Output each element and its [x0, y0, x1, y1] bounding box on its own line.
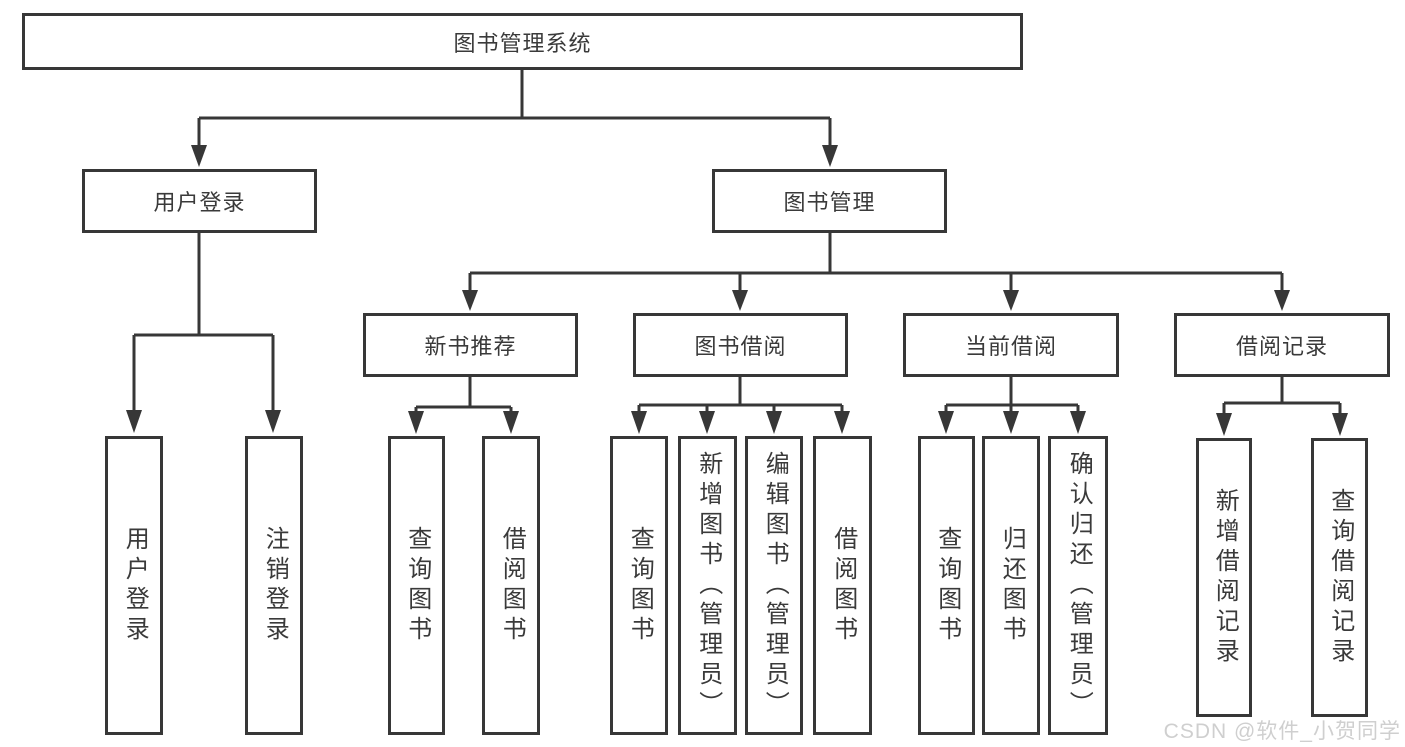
node-book-borrow: 图书借阅 [633, 313, 848, 377]
leaf-newbook-borrow-books-label: 借阅图书 [498, 525, 526, 646]
leaf-borrow-add-books-admin-label: 新增图书（管理员） [694, 450, 722, 721]
leaf-newbook-borrow-books: 借阅图书 [482, 436, 540, 735]
node-borrow-record: 借阅记录 [1174, 313, 1390, 377]
leaf-borrow-query-books: 查询图书 [610, 436, 668, 735]
leaf-user-login-label: 用户登录 [121, 525, 149, 646]
node-book-management: 图书管理 [712, 169, 947, 233]
leaf-current-return-books-label: 归还图书 [998, 525, 1026, 646]
leaf-record-query-borrow-record: 查询借阅记录 [1311, 438, 1368, 717]
node-root-label: 图书管理系统 [453, 30, 592, 56]
node-book-borrow-label: 图书借阅 [694, 334, 787, 359]
node-current-borrow: 当前借阅 [903, 313, 1119, 377]
leaf-record-query-borrow-record-label: 查询借阅记录 [1326, 487, 1354, 668]
leaf-current-return-books: 归还图书 [982, 436, 1040, 735]
leaf-newbook-query-books: 查询图书 [388, 436, 445, 735]
leaf-logout-label: 注销登录 [261, 525, 289, 646]
node-root: 图书管理系统 [22, 13, 1023, 70]
leaf-current-confirm-return-admin-label: 确认归还（管理员） [1065, 450, 1093, 721]
leaf-borrow-borrow-books-label: 借阅图书 [829, 525, 857, 646]
leaf-current-query-books-label: 查询图书 [933, 525, 961, 646]
leaf-newbook-query-books-label: 查询图书 [403, 525, 431, 646]
leaf-borrow-edit-books-admin-label: 编辑图书（管理员） [761, 450, 789, 721]
leaf-borrow-add-books-admin: 新增图书（管理员） [678, 436, 737, 735]
leaf-user-login: 用户登录 [105, 436, 163, 735]
csdn-watermark: CSDN @软件_小贺同学 [1163, 720, 1401, 743]
node-book-management-label: 图书管理 [783, 190, 876, 215]
node-user-login-label: 用户登录 [153, 190, 246, 215]
node-borrow-record-label: 借阅记录 [1235, 334, 1328, 359]
node-new-book-recommend: 新书推荐 [363, 313, 578, 377]
leaf-borrow-query-books-label: 查询图书 [626, 525, 654, 646]
leaf-borrow-edit-books-admin: 编辑图书（管理员） [745, 436, 803, 735]
node-user-login: 用户登录 [82, 169, 317, 233]
leaf-logout: 注销登录 [245, 436, 303, 735]
leaf-record-add-borrow-record-label: 新增借阅记录 [1211, 487, 1239, 668]
leaf-record-add-borrow-record: 新增借阅记录 [1196, 438, 1252, 717]
leaf-current-confirm-return-admin: 确认归还（管理员） [1048, 436, 1108, 735]
node-current-borrow-label: 当前借阅 [964, 334, 1057, 359]
leaf-borrow-borrow-books: 借阅图书 [813, 436, 872, 735]
leaf-current-query-books: 查询图书 [918, 436, 975, 735]
node-new-book-recommend-label: 新书推荐 [424, 334, 517, 359]
